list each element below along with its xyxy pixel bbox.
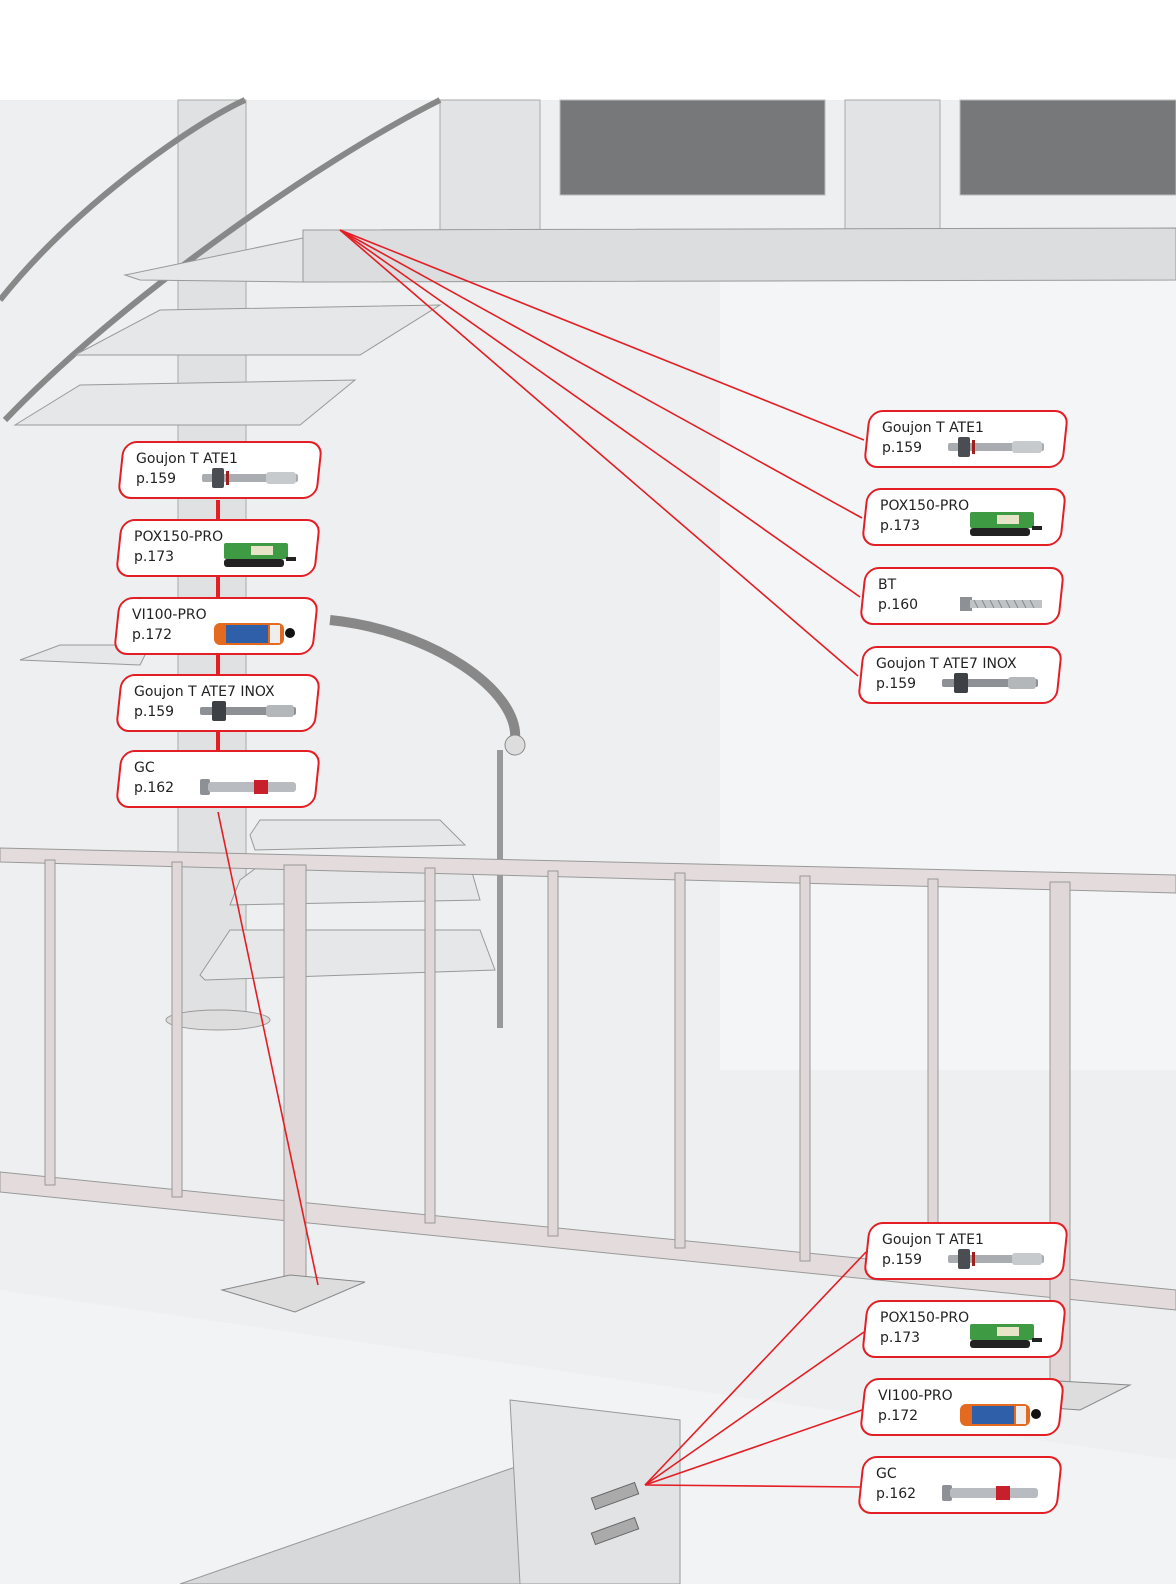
product-name: POX150-PRO bbox=[880, 498, 970, 514]
leader-lines bbox=[217, 229, 867, 1488]
product-name: BT bbox=[878, 577, 897, 593]
product-name: Goujon T ATE1 bbox=[136, 451, 238, 467]
product-callout[interactable]: GC p.162 bbox=[114, 750, 322, 808]
concrete-screw-icon bbox=[960, 597, 1042, 611]
product-name: VI100-PRO bbox=[132, 607, 207, 623]
green-cartridge-icon bbox=[224, 543, 296, 567]
green-cartridge-icon bbox=[970, 1324, 1042, 1348]
product-callout[interactable]: POX150-PRO p.173 bbox=[860, 488, 1068, 546]
page-reference: p.173 bbox=[880, 1330, 921, 1346]
orange-cartridge-icon bbox=[214, 623, 295, 645]
product-callout[interactable]: GC p.162 bbox=[856, 1456, 1064, 1514]
stainless-anchor-icon bbox=[942, 673, 1038, 693]
product-callout[interactable]: VI100-PRO p.172 bbox=[112, 597, 320, 655]
product-callout[interactable]: VI100-PRO p.172 bbox=[858, 1378, 1066, 1436]
sleeve-anchor-icon bbox=[942, 1485, 1038, 1501]
page-reference: p.159 bbox=[882, 1252, 923, 1268]
wedge-anchor-icon bbox=[948, 437, 1044, 457]
product-name: VI100-PRO bbox=[878, 1388, 953, 1404]
product-callout[interactable]: Goujon T ATE1 p.159 bbox=[862, 1222, 1070, 1280]
product-name: Goujon T ATE1 bbox=[882, 420, 984, 436]
page-reference: p.159 bbox=[134, 704, 175, 720]
product-name: Goujon T ATE7 INOX bbox=[134, 684, 275, 700]
sleeve-anchor-icon bbox=[200, 779, 296, 795]
page-reference: p.162 bbox=[876, 1486, 917, 1502]
page-reference: p.172 bbox=[132, 627, 173, 643]
product-callout[interactable]: POX150-PRO p.173 bbox=[860, 1300, 1068, 1358]
product-callout[interactable]: Goujon T ATE1 p.159 bbox=[862, 410, 1070, 468]
product-name: POX150-PRO bbox=[880, 1310, 970, 1326]
product-name: GC bbox=[134, 760, 155, 776]
product-callout[interactable]: Goujon T ATE1 p.159 bbox=[116, 441, 324, 499]
product-name: GC bbox=[876, 1466, 897, 1482]
page-reference: p.160 bbox=[878, 597, 919, 613]
page-reference: p.162 bbox=[134, 780, 175, 796]
product-name: Goujon T ATE7 INOX bbox=[876, 656, 1017, 672]
page-reference: p.159 bbox=[876, 676, 917, 692]
orange-cartridge-icon bbox=[960, 1404, 1041, 1426]
page-reference: p.159 bbox=[882, 440, 923, 456]
page-reference: p.172 bbox=[878, 1408, 919, 1424]
product-callout[interactable]: Goujon T ATE7 INOX p.159 bbox=[856, 646, 1064, 704]
product-callout[interactable]: POX150-PRO p.173 bbox=[114, 519, 322, 577]
product-callout[interactable]: BT p.160 bbox=[858, 567, 1066, 625]
wedge-anchor-icon bbox=[202, 468, 298, 488]
product-name: Goujon T ATE1 bbox=[882, 1232, 984, 1248]
product-name: POX150-PRO bbox=[134, 529, 224, 545]
product-callout[interactable]: Goujon T ATE7 INOX p.159 bbox=[114, 674, 322, 732]
page-reference: p.159 bbox=[136, 471, 177, 487]
stainless-anchor-icon bbox=[200, 701, 296, 721]
page-reference: p.173 bbox=[880, 518, 921, 534]
green-cartridge-icon bbox=[970, 512, 1042, 536]
wedge-anchor-icon bbox=[948, 1249, 1044, 1269]
page-reference: p.173 bbox=[134, 549, 175, 565]
